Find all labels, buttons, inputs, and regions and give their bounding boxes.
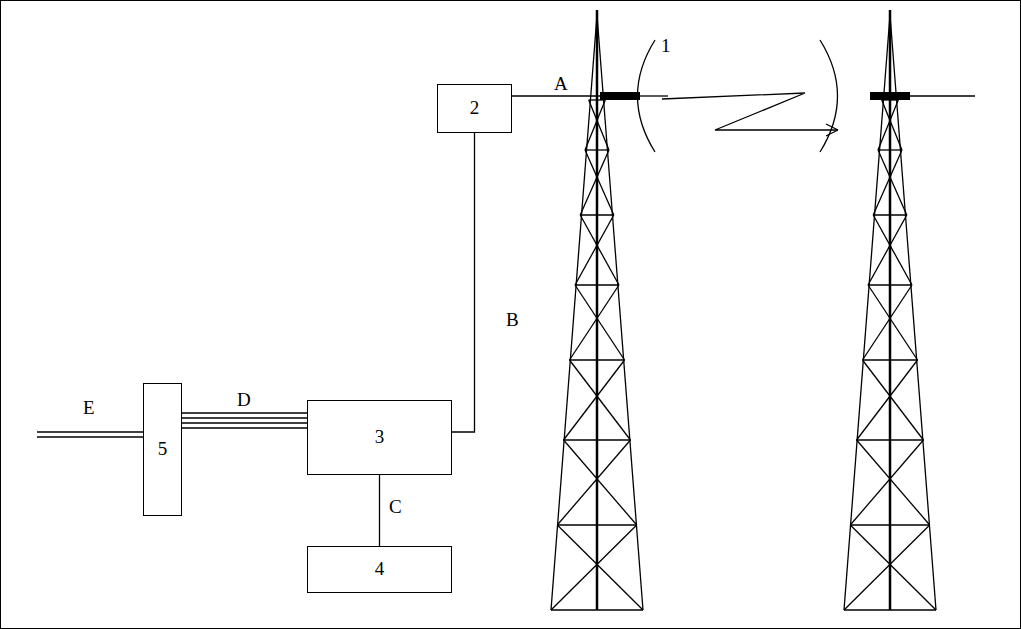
line-label: D xyxy=(236,390,252,411)
signal-line xyxy=(379,475,380,546)
dish-antenna xyxy=(638,40,656,152)
radio-link xyxy=(662,93,838,130)
block-box: 5 xyxy=(143,383,182,516)
signal-line xyxy=(182,413,307,428)
callout-number: 2 xyxy=(470,98,480,119)
feed-line xyxy=(910,95,975,96)
callout-number: 3 xyxy=(375,427,385,448)
line-label: B xyxy=(505,310,520,331)
part-label: 1 xyxy=(660,36,672,57)
block-box: 2 xyxy=(437,84,512,133)
callout-number: 4 xyxy=(375,559,385,580)
feed-line xyxy=(640,95,668,96)
part-label: E xyxy=(82,398,96,419)
dish-antenna xyxy=(820,40,838,152)
arrowhead xyxy=(826,124,838,136)
trunk-line xyxy=(37,436,143,437)
block-box: 4 xyxy=(307,546,452,593)
trunk-line xyxy=(37,431,143,432)
signal-line xyxy=(452,133,475,432)
block-box: 3 xyxy=(307,400,452,475)
line-label: C xyxy=(388,497,403,518)
lattice-towers xyxy=(551,10,936,610)
antenna-mount xyxy=(870,92,910,100)
callout-number: 5 xyxy=(158,439,168,460)
antenna-mount xyxy=(600,92,640,100)
part-label: A xyxy=(553,74,569,95)
